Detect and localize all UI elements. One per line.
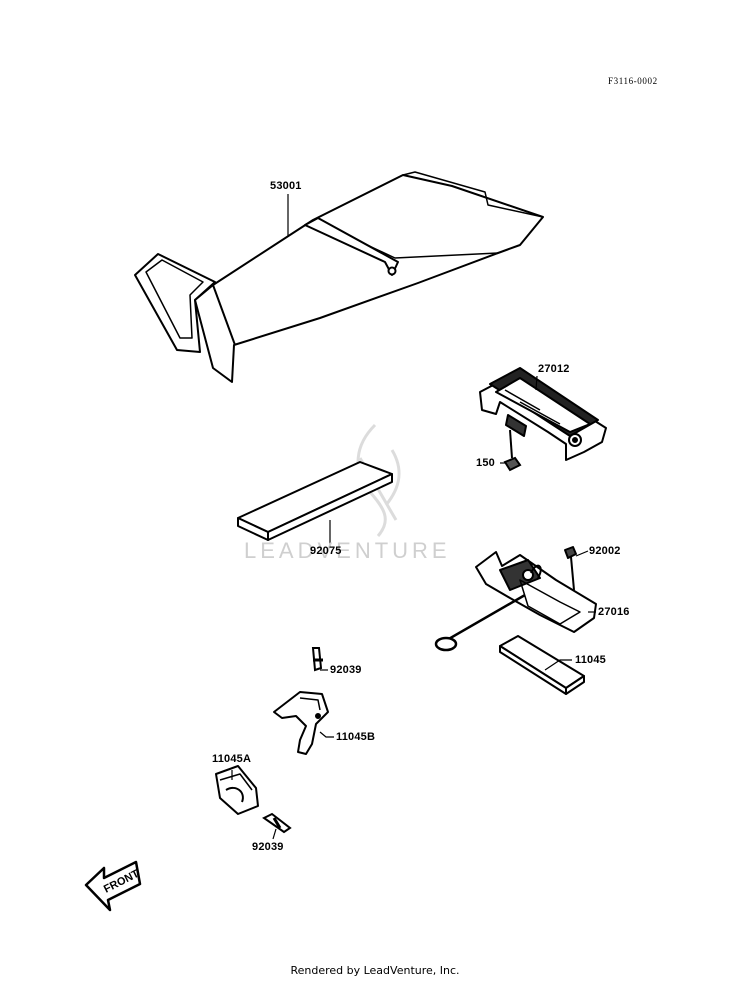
seat-drawing xyxy=(134,171,544,383)
part-number-seat[interactable]: 53001 xyxy=(270,180,302,192)
front-arrow: FRONT xyxy=(84,860,141,912)
bolt-drawing xyxy=(503,429,522,472)
part-number-plate[interactable]: 11045 xyxy=(575,654,606,666)
bracket-drawing xyxy=(273,691,329,755)
part-number-hinge[interactable]: 27012 xyxy=(538,363,570,375)
part-number-bracket[interactable]: 11045B xyxy=(336,731,376,743)
part-number-lock[interactable]: 27016 xyxy=(598,606,630,618)
part-number-pin-upper[interactable]: 92039 xyxy=(330,664,362,676)
lock-drawing xyxy=(434,546,597,652)
plate-drawing xyxy=(499,635,585,695)
holder-drawing xyxy=(215,765,259,815)
figure-code: F3116-0002 xyxy=(608,76,658,86)
pin-lower-drawing xyxy=(262,812,292,834)
part-number-pad[interactable]: 92075 xyxy=(310,545,342,557)
footer-credit: Rendered by LeadVenture, Inc. xyxy=(290,964,460,977)
part-number-bolt[interactable]: 150 xyxy=(476,457,495,469)
part-number-bolt-2[interactable]: 92002 xyxy=(589,545,621,557)
watermark-text: LEADVENTURE xyxy=(244,538,451,563)
pad-drawing xyxy=(237,461,393,541)
hinge-drawing xyxy=(479,367,607,461)
leader-lines xyxy=(231,194,596,840)
pin-upper-drawing xyxy=(311,647,323,672)
part-number-holder[interactable]: 11045A xyxy=(212,753,252,765)
part-number-pin-lower[interactable]: 92039 xyxy=(252,841,284,853)
